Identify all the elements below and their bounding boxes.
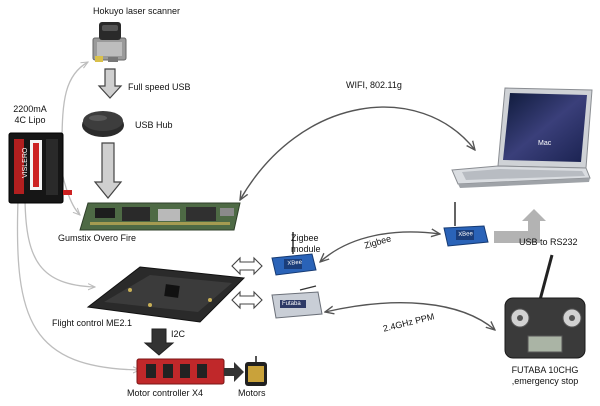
laptop-screen-text: Mac [538, 140, 552, 147]
flight-control-board-image [86, 266, 246, 323]
battery-label-line2: 4C Lipo [14, 115, 46, 125]
zigbee-link-arrow [320, 232, 440, 262]
motor-controller-image [136, 358, 225, 385]
scanner-to-hub-arrow [97, 68, 123, 99]
receiver-brand-text: Futaba [282, 301, 301, 307]
full-speed-usb-label: Full speed USB [128, 82, 191, 92]
flight-control-label: Flight control ME2.1 [52, 318, 133, 328]
wifi-link-arrow [240, 106, 475, 200]
battery-label-line1: 2200mA [13, 104, 47, 114]
controller-to-motors-arrow [224, 362, 244, 382]
i2c-arrow [143, 328, 175, 356]
hokuyo-label: Hokuyo laser scanner [93, 6, 181, 16]
laptop-image [451, 87, 593, 188]
motor-controller-label: Motor controller X4 [127, 388, 204, 398]
battery-brand-text: VISLERO [22, 147, 29, 178]
zigbee-module-label-line2: module [291, 244, 321, 254]
usb-rs232-arrow [494, 209, 546, 243]
receiver-image [271, 285, 323, 319]
usb-rs232-label: USB to RS232 [519, 237, 578, 247]
hokuyo-scanner-image [92, 22, 127, 62]
usb-hub-label: USB Hub [135, 120, 173, 130]
battery-to-flight-control-line [24, 199, 95, 287]
zigbee-module-left-image [271, 232, 317, 276]
xbee-chip-text-left: XBee [287, 259, 303, 267]
flight-to-zigbee-arrow [231, 256, 263, 276]
gumstix-board-image [79, 202, 241, 231]
motors-label: Motors [238, 388, 266, 398]
ppm-link-arrow [325, 302, 495, 330]
usb-hub-image [82, 111, 124, 137]
zigbee-module-label-line1: Zigbee [291, 233, 319, 243]
futaba-label-line1: FUTABA 10CHG [511, 365, 579, 375]
battery-to-scanner-line [61, 62, 88, 146]
flight-to-receiver-arrow [231, 290, 263, 310]
futaba-transmitter-image [504, 254, 586, 359]
xbee-chip-text-right: XBee [458, 231, 474, 238]
hub-to-gumstix-arrow [93, 142, 123, 199]
zigbee-module-right-image [443, 202, 489, 247]
i2c-label: I2C [171, 329, 186, 339]
gumstix-label: Gumstix Overo Fire [58, 233, 137, 243]
motor-image [245, 356, 267, 386]
battery-image [8, 132, 72, 204]
battery-to-motor-controller-line [16, 199, 140, 370]
futaba-label-line2: ,emergency stop [511, 376, 579, 386]
wifi-label: WIFI, 802.11g [346, 80, 402, 90]
